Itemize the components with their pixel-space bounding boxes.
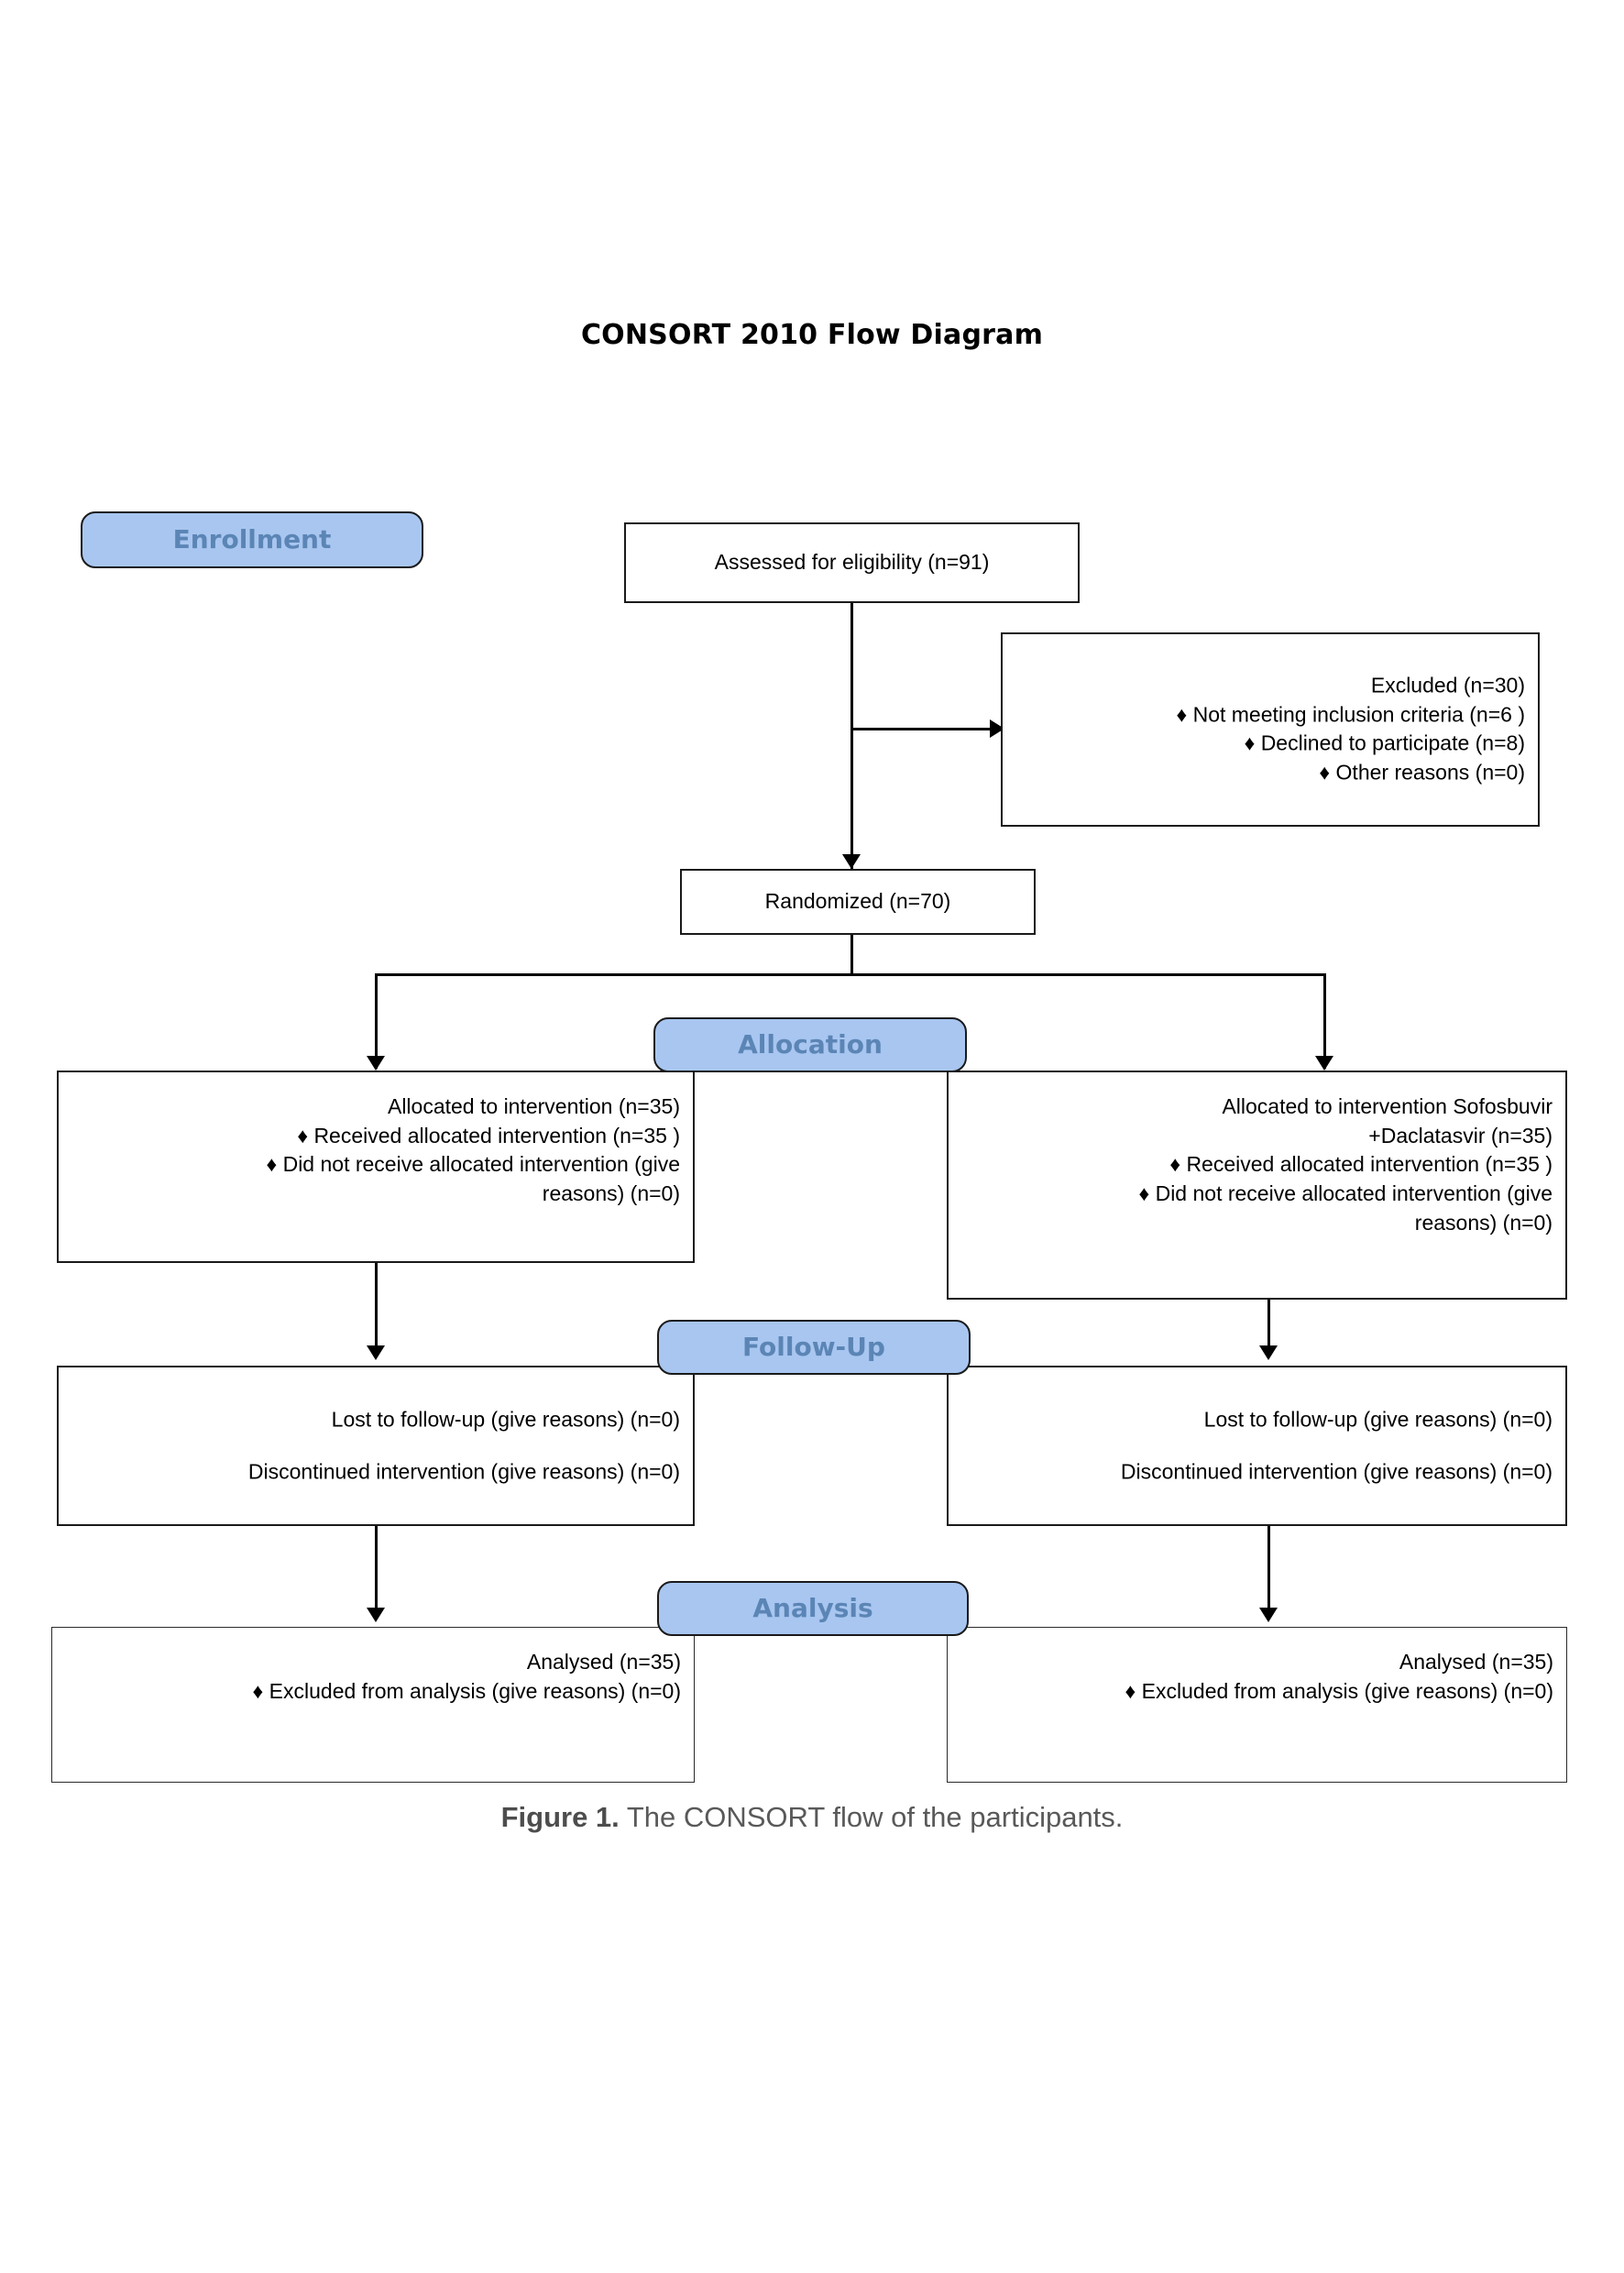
- follow-left-line-2: Discontinued intervention (give reasons)…: [247, 1459, 680, 1484]
- connector-randomized-down: [850, 935, 853, 975]
- follow-left-line-1: Lost to follow-up (give reasons) (n=0): [331, 1406, 680, 1431]
- box-followup-right: Lost to follow-up (give reasons) (n=0) D…: [947, 1366, 1567, 1526]
- alloc-left-line-4: reasons) (n=0): [542, 1181, 680, 1206]
- stage-badge-followup-label: Follow-Up: [742, 1332, 885, 1362]
- box-followup-left-content: Lost to follow-up (give reasons) (n=0) D…: [71, 1405, 680, 1487]
- analysis-left-line-2: ♦ Excluded from analysis (give reasons) …: [252, 1678, 681, 1703]
- connector-split-right-down: [1323, 973, 1326, 1069]
- follow-right-line-1: Lost to follow-up (give reasons) (n=0): [1203, 1406, 1553, 1431]
- alloc-left-line-2: ♦ Received allocated intervention (n=35 …: [297, 1123, 680, 1147]
- box-analysis-left-content: Analysed (n=35) ♦ Excluded from analysis…: [65, 1648, 681, 1706]
- alloc-left-line-1: Allocated to intervention (n=35): [387, 1094, 680, 1118]
- arrow-to-follow-left-icon: [367, 1345, 385, 1360]
- box-excluded-content: Excluded (n=30) ♦ Not meeting inclusion …: [1015, 672, 1525, 788]
- stage-badge-enrollment-label: Enrollment: [172, 524, 332, 555]
- excluded-line-2: ♦ Not meeting inclusion criteria (n=6 ): [1176, 702, 1525, 727]
- randomized-line-1: Randomized (n=70): [764, 889, 951, 914]
- excluded-line-1: Excluded (n=30): [1370, 673, 1525, 697]
- assessed-line-1: Assessed for eligibility (n=91): [714, 550, 990, 575]
- follow-right-line-2: Discontinued intervention (give reasons)…: [1120, 1459, 1553, 1484]
- arrow-to-follow-right-icon: [1259, 1345, 1278, 1360]
- stage-badge-followup: Follow-Up: [657, 1320, 971, 1375]
- figure-caption: Figure 1. The CONSORT flow of the partic…: [0, 1801, 1624, 1834]
- box-allocation-left: Allocated to intervention (n=35) ♦ Recei…: [57, 1071, 695, 1263]
- stage-badge-allocation-label: Allocation: [738, 1029, 883, 1060]
- arrow-to-randomized-icon: [842, 854, 861, 869]
- box-assessed-for-eligibility: Assessed for eligibility (n=91): [624, 522, 1080, 603]
- arrow-to-alloc-left-icon: [367, 1056, 385, 1071]
- excluded-line-3: ♦ Declined to participate (n=8): [1244, 731, 1525, 755]
- box-allocation-left-content: Allocated to intervention (n=35) ♦ Recei…: [71, 1093, 680, 1209]
- connector-follow-right-to-analysis: [1267, 1526, 1270, 1619]
- page-title: CONSORT 2010 Flow Diagram: [580, 319, 1044, 351]
- excluded-line-4: ♦ Other reasons (n=0): [1319, 760, 1525, 785]
- connector-alloc-left-to-follow: [375, 1263, 378, 1356]
- connector-assessed-to-randomized: [850, 603, 853, 869]
- alloc-right-line-1: Allocated to intervention Sofosbuvir: [1222, 1094, 1553, 1118]
- box-followup-right-content: Lost to follow-up (give reasons) (n=0) D…: [961, 1405, 1553, 1487]
- box-analysis-right-content: Analysed (n=35) ♦ Excluded from analysis…: [960, 1648, 1553, 1706]
- box-excluded: Excluded (n=30) ♦ Not meeting inclusion …: [1001, 632, 1540, 827]
- connector-split-horizontal: [375, 973, 1326, 976]
- alloc-right-line-4: ♦ Did not receive allocated intervention…: [1138, 1181, 1553, 1206]
- connector-to-excluded: [850, 728, 1001, 730]
- stage-badge-analysis-label: Analysis: [752, 1593, 873, 1623]
- connector-alloc-right-to-follow: [1267, 1300, 1270, 1356]
- stage-badge-analysis: Analysis: [657, 1581, 969, 1636]
- box-randomized-content: Randomized (n=70): [695, 887, 1021, 917]
- arrow-to-alloc-right-icon: [1315, 1056, 1333, 1071]
- box-followup-left: Lost to follow-up (give reasons) (n=0) D…: [57, 1366, 695, 1526]
- figure-caption-label: Figure 1.: [500, 1801, 620, 1833]
- arrow-to-analysis-right-icon: [1259, 1608, 1278, 1622]
- connector-split-left-down: [375, 973, 378, 1069]
- box-allocation-right-content: Allocated to intervention Sofosbuvir +Da…: [961, 1093, 1553, 1238]
- stage-badge-enrollment: Enrollment: [81, 511, 423, 568]
- alloc-right-line-5: reasons) (n=0): [1414, 1210, 1553, 1235]
- stage-badge-allocation: Allocation: [653, 1017, 967, 1072]
- box-analysis-left: Analysed (n=35) ♦ Excluded from analysis…: [51, 1627, 695, 1783]
- box-allocation-right: Allocated to intervention Sofosbuvir +Da…: [947, 1071, 1567, 1300]
- analysis-left-line-1: Analysed (n=35): [526, 1650, 681, 1674]
- alloc-left-line-3: ♦ Did not receive allocated intervention…: [266, 1152, 680, 1177]
- analysis-right-line-2: ♦ Excluded from analysis (give reasons) …: [1125, 1678, 1553, 1703]
- alloc-right-line-2: +Daclatasvir (n=35): [1368, 1123, 1553, 1147]
- box-analysis-right: Analysed (n=35) ♦ Excluded from analysis…: [947, 1627, 1567, 1783]
- box-randomized: Randomized (n=70): [680, 869, 1036, 935]
- connector-follow-left-to-analysis: [375, 1526, 378, 1619]
- alloc-right-line-3: ♦ Received allocated intervention (n=35 …: [1169, 1152, 1553, 1177]
- analysis-right-line-1: Analysed (n=35): [1399, 1650, 1553, 1674]
- arrow-to-analysis-left-icon: [367, 1608, 385, 1622]
- box-assessed-content: Assessed for eligibility (n=91): [639, 548, 1065, 577]
- figure-caption-text: The CONSORT flow of the participants.: [619, 1801, 1124, 1833]
